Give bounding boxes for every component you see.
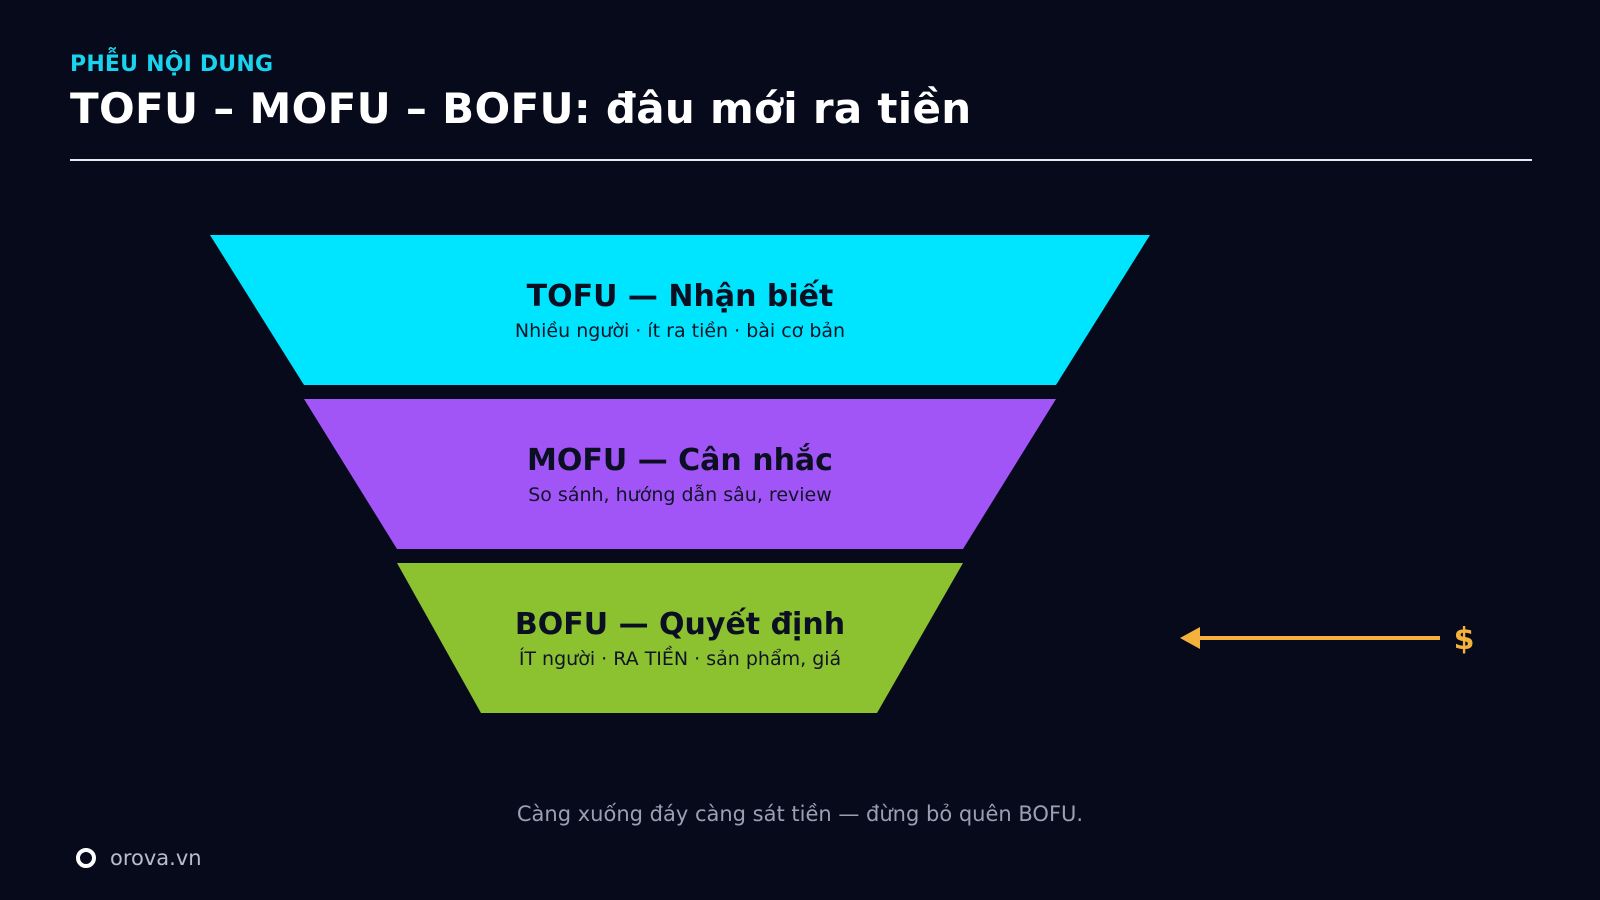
bofu-subtitle: ÍT người · RA TIỀN · sản phẩm, giá xyxy=(519,645,841,670)
arrow-left-icon xyxy=(1180,627,1200,649)
tofu-title: TOFU — Nhận biết xyxy=(527,279,834,314)
page-title: TOFU – MOFU – BOFU: đâu mới ra tiền xyxy=(70,84,972,133)
header-divider xyxy=(70,159,1532,161)
money-arrow: $ xyxy=(1180,622,1474,657)
tofu-subtitle: Nhiều người · ít ra tiền · bài cơ bản xyxy=(515,320,845,342)
mofu-subtitle: So sánh, hướng dẫn sâu, review xyxy=(528,483,832,506)
footer-caption: Càng xuống đáy càng sát tiền — đừng bỏ q… xyxy=(516,802,1084,826)
brand: orova.vn xyxy=(76,846,202,870)
brand-name: orova.vn xyxy=(110,846,202,870)
funnel-stage-mofu: MOFU — Cân nhắc So sánh, hướng dẫn sâu, … xyxy=(304,399,1056,549)
ring-logo-icon xyxy=(76,848,96,868)
dollar-icon: $ xyxy=(1454,622,1475,657)
tofu-trapezoid xyxy=(210,235,1150,385)
bofu-trapezoid xyxy=(397,563,963,713)
bofu-title: BOFU — Quyết định xyxy=(515,607,845,642)
section-eyebrow: PHỄU NỘI DUNG xyxy=(70,52,274,77)
mofu-title: MOFU — Cân nhắc xyxy=(527,442,833,478)
mofu-trapezoid xyxy=(304,399,1056,549)
funnel-stage-bofu: BOFU — Quyết định ÍT người · RA TIỀN · s… xyxy=(397,563,963,713)
funnel-stage-tofu: TOFU — Nhận biết Nhiều người · ít ra tiề… xyxy=(210,235,1150,385)
